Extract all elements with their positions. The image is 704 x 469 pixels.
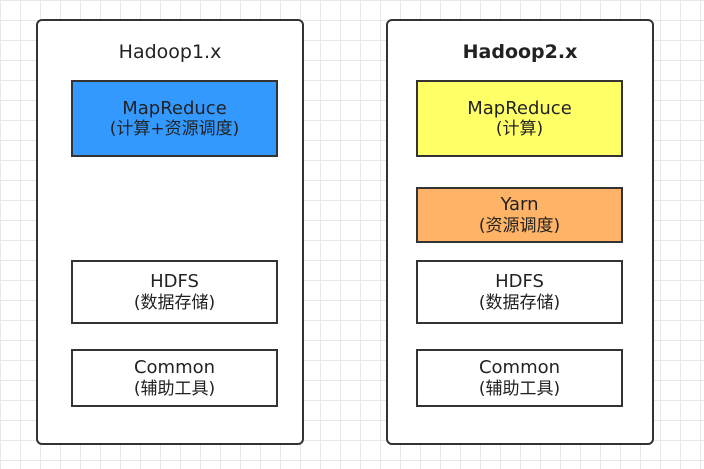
hadoop2-yarn-desc: (资源调度) [478, 215, 561, 236]
hadoop1-mapreduce-desc: (计算+资源调度) [109, 119, 240, 140]
hadoop1-hdfs-name: HDFS [150, 271, 199, 292]
hadoop2-mapreduce-desc: (计算) [495, 119, 544, 140]
hadoop2-mapreduce-name: MapReduce [467, 97, 572, 119]
hadoop1-common-name: Common [133, 357, 216, 378]
hadoop1-common-box: Common (辅助工具) [71, 349, 278, 407]
hadoop2-mapreduce-box: MapReduce (计算) [416, 80, 623, 157]
hadoop2-yarn-box: Yarn (资源调度) [416, 187, 623, 243]
hadoop1-mapreduce-box: MapReduce (计算+资源调度) [71, 80, 278, 157]
hadoop2-hdfs-desc: (数据存储) [478, 292, 561, 313]
hadoop2-hdfs-name: HDFS [495, 271, 544, 292]
hadoop1-common-desc: (辅助工具) [133, 378, 216, 399]
hadoop1-hdfs-box: HDFS (数据存储) [71, 260, 278, 324]
hadoop2-yarn-name: Yarn [500, 194, 539, 215]
hadoop2-common-name: Common [478, 357, 561, 378]
hadoop1-title: Hadoop1.x [118, 41, 222, 63]
hadoop1-hdfs-desc: (数据存储) [133, 292, 216, 313]
hadoop2-common-desc: (辅助工具) [478, 378, 561, 399]
hadoop2-common-box: Common (辅助工具) [416, 349, 623, 407]
hadoop2-hdfs-box: HDFS (数据存储) [416, 260, 623, 324]
hadoop2-title: Hadoop2.x [462, 41, 578, 63]
hadoop1-mapreduce-name: MapReduce [122, 97, 227, 119]
